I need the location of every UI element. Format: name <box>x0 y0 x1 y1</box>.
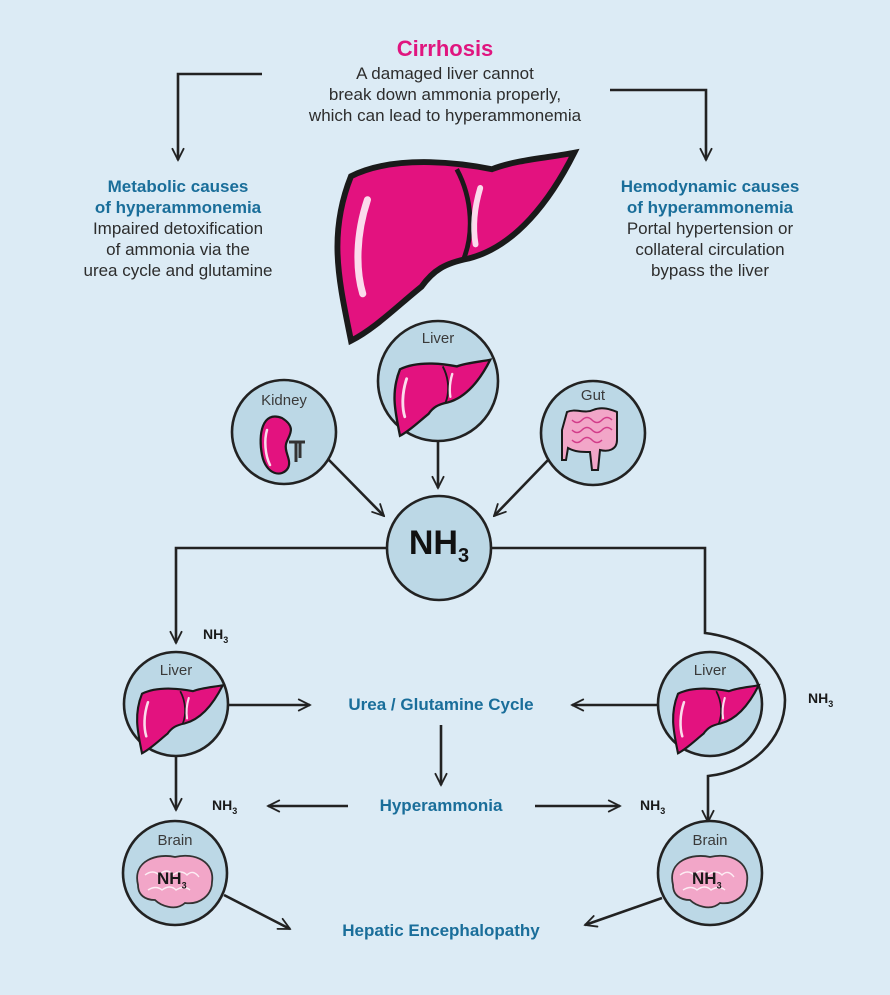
nh3-label-bypass: NH3 <box>808 690 833 709</box>
hemodynamic-body-2: collateral circulation <box>635 240 785 259</box>
cirrhosis-line-2: break down ammonia properly, <box>328 85 562 104</box>
arrow-gut-to-nh3 <box>494 458 550 516</box>
kidney-label: Kidney <box>261 392 307 409</box>
nh3-sub: 3 <box>828 698 834 709</box>
nh3-sub: 3 <box>181 880 187 891</box>
nh3-sub: 3 <box>660 805 666 816</box>
gut-icon <box>561 407 618 471</box>
nh3-sub: 3 <box>716 880 722 891</box>
left-liver-label: Liver <box>159 662 193 679</box>
gut-label: Gut <box>580 387 606 404</box>
nh3-center-label: NH3 <box>389 524 489 568</box>
big-liver-icon <box>337 153 574 341</box>
metabolic-title-1: Metabolic causes <box>107 177 249 196</box>
nh3-text: NH <box>157 869 182 888</box>
hemodynamic-title-2: of hyperammonemia <box>626 198 794 217</box>
nh3-text: NH <box>640 797 661 813</box>
left-brain-icon <box>136 854 213 909</box>
arrow-nh3-to-left-liver <box>176 546 387 643</box>
hemodynamic-causes: Hemodynamic causes of hyperammonemia Por… <box>585 176 835 281</box>
hemodynamic-title-1: Hemodynamic causes <box>620 177 800 196</box>
arrow-kidney-to-nh3 <box>327 458 384 516</box>
hemodynamic-body-3: bypass the liver <box>650 261 770 280</box>
metabolic-body-1: Impaired detoxification <box>92 219 264 238</box>
nh3-sub: 3 <box>223 634 229 645</box>
arrow-to-hemodynamic <box>610 88 706 160</box>
kidney-icon <box>259 415 305 475</box>
metabolic-body-2: of ammonia via the <box>106 240 250 259</box>
cirrhosis-line-3: which can lead to hyperammonemia <box>308 106 582 125</box>
cirrhosis-line-1: A damaged liver cannot <box>356 64 534 83</box>
cirrhosis-title: Cirrhosis <box>396 36 494 61</box>
urea-glutamine-cycle-label: Urea / Glutamine Cycle <box>348 695 534 714</box>
nh3-sub: 3 <box>232 805 238 816</box>
metabolic-body-3: urea cycle and glutamine <box>83 261 273 280</box>
hyperammonia-label: Hyperammonia <box>379 796 503 815</box>
hepatic-encephalopathy-label: Hepatic Encephalopathy <box>342 921 540 940</box>
nh3-text: NH <box>212 797 233 813</box>
nh3-text: NH <box>203 626 224 642</box>
nh3-label-right-hyper: NH3 <box>640 797 665 816</box>
hemodynamic-body-1: Portal hypertension or <box>626 219 794 238</box>
right-brain-label: Brain <box>692 832 728 849</box>
nh3-center-sub: 3 <box>457 544 470 567</box>
nh3-label-left-branch: NH3 <box>203 626 228 645</box>
nh3-text: NH <box>808 690 829 706</box>
right-brain-nh3: NH3 <box>692 869 722 890</box>
left-brain-nh3: NH3 <box>157 869 187 890</box>
cirrhosis-description: A damaged liver cannot break down ammoni… <box>0 63 890 126</box>
right-liver-label: Liver <box>693 662 727 679</box>
metabolic-title-2: of hyperammonemia <box>94 198 262 217</box>
nh3-text: NH <box>692 869 717 888</box>
nh3-label-left-hyper: NH3 <box>212 797 237 816</box>
arrow-to-metabolic <box>178 72 262 160</box>
metabolic-causes: Metabolic causes of hyperammonemia Impai… <box>58 176 298 281</box>
liver-source-label: Liver <box>421 330 455 347</box>
right-brain-icon <box>671 854 748 909</box>
arrow-nh3-bypass-to-right-brain <box>491 546 787 822</box>
nh3-center-text: NH <box>408 524 458 562</box>
left-brain-label: Brain <box>157 832 193 849</box>
arrow-right-brain-to-outcome <box>585 896 663 925</box>
arrow-left-brain-to-outcome <box>223 893 290 931</box>
